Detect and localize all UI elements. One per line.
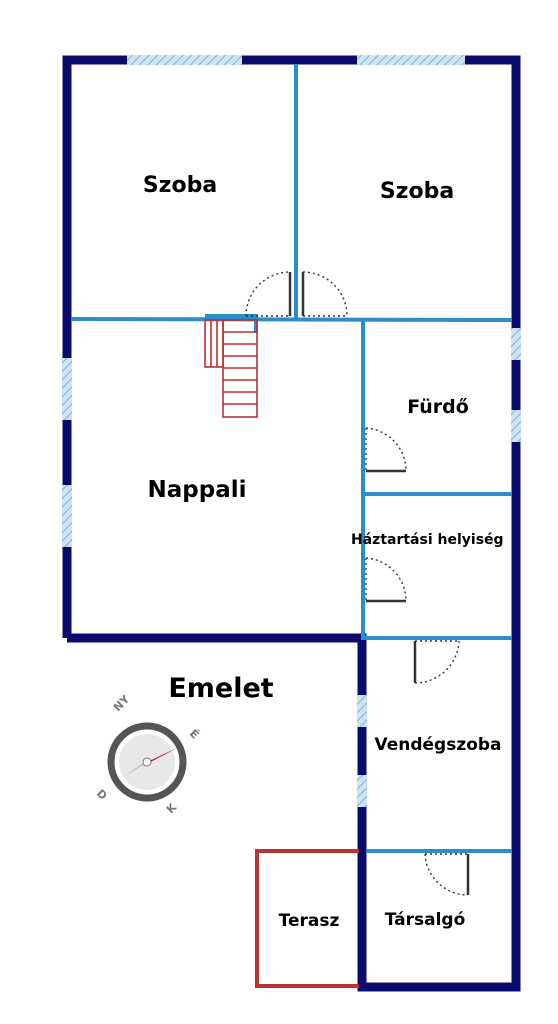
compass-label-e: É [187, 727, 202, 742]
room-label-vendegszoba: Vendégszoba [374, 735, 501, 755]
windows [62, 55, 521, 807]
room-label-haztartasi: Háztartási helyiség [351, 532, 504, 548]
doors [245, 271, 470, 896]
window-right-2 [511, 410, 521, 442]
door-furdo [365, 427, 407, 473]
compass-label-k: K [164, 801, 180, 817]
compass-needle-north [143, 746, 181, 766]
inner-walls [70, 64, 513, 853]
door-vendegszoba [413, 640, 460, 684]
window-left-2 [62, 485, 72, 547]
window-mid-2 [357, 775, 367, 807]
compass-label-d: D [94, 787, 110, 803]
room-label-nappali: Nappali [148, 477, 247, 503]
door-haztartasi [365, 557, 407, 603]
terrace-outline [255, 849, 359, 988]
room-label-tarsalgo: Társalgó [385, 910, 466, 930]
compass-hub [142, 757, 152, 767]
window-mid-1 [357, 695, 367, 727]
window-top-left [127, 55, 242, 65]
room-label-terasz: Terasz [279, 911, 340, 931]
room-label-furdo: Fürdő [407, 396, 469, 418]
door-tarsalgo [424, 853, 470, 896]
floor-title: Emelet [168, 673, 273, 704]
window-right-1 [511, 328, 521, 360]
compass: NY É D K [94, 692, 202, 816]
room-label-szoba-left: Szoba [143, 173, 217, 198]
window-left-1 [62, 358, 72, 420]
window-top-right [357, 55, 465, 65]
door-szoba-left [245, 271, 292, 317]
staircase [204, 319, 258, 418]
room-label-szoba-right: Szoba [380, 179, 454, 204]
door-szoba-right [301, 271, 348, 317]
compass-label-ny: NY [111, 692, 133, 714]
